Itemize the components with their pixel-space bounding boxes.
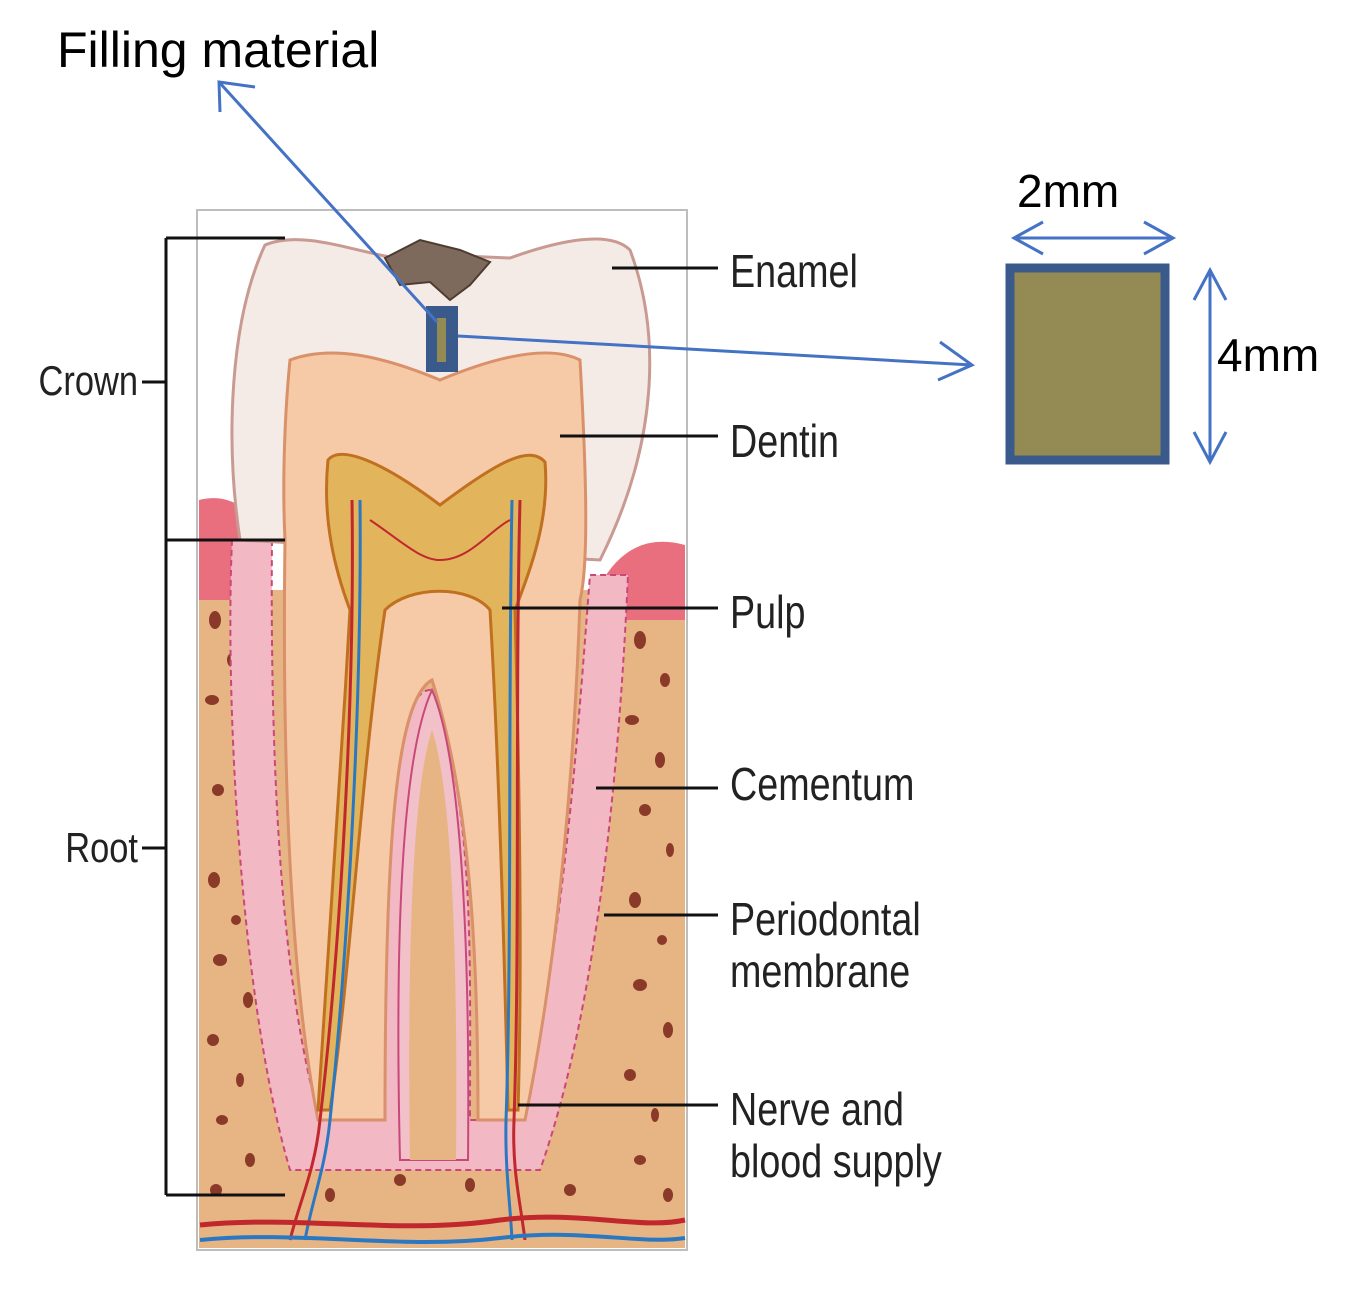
periodontal-label-line1: Periodontal <box>730 893 921 944</box>
height-dimension-label: 4mm <box>1217 329 1319 381</box>
annotation-arrows <box>217 80 1228 466</box>
cementum-label: Cementum <box>730 758 914 809</box>
root-label: Root <box>65 825 138 872</box>
periodontal-label-line2: membrane <box>730 945 910 996</box>
anatomy-labels: Enamel Dentin Pulp Cementum Periodontal … <box>730 245 942 1186</box>
nerves-and-vessels <box>199 499 686 1244</box>
leader-lines <box>502 266 718 1107</box>
nerve-label-line1: Nerve and <box>730 1083 904 1134</box>
occlusal-fissure <box>383 238 492 302</box>
width-dimension-label: 2mm <box>1017 165 1119 217</box>
dentin-label: Dentin <box>730 415 839 466</box>
pulp-label: Pulp <box>730 586 805 637</box>
enamel-label: Enamel <box>730 245 858 296</box>
interradicular-bone <box>409 730 457 1160</box>
pulp <box>316 452 548 1112</box>
filling-sample <box>1005 263 1170 465</box>
filling-material-title: Filling material <box>57 22 379 78</box>
filling-marker-core <box>437 318 446 362</box>
crown-label: Crown <box>39 358 138 405</box>
crown-root-bracket <box>142 236 285 1197</box>
nerve-label-line2: blood supply <box>730 1135 942 1186</box>
